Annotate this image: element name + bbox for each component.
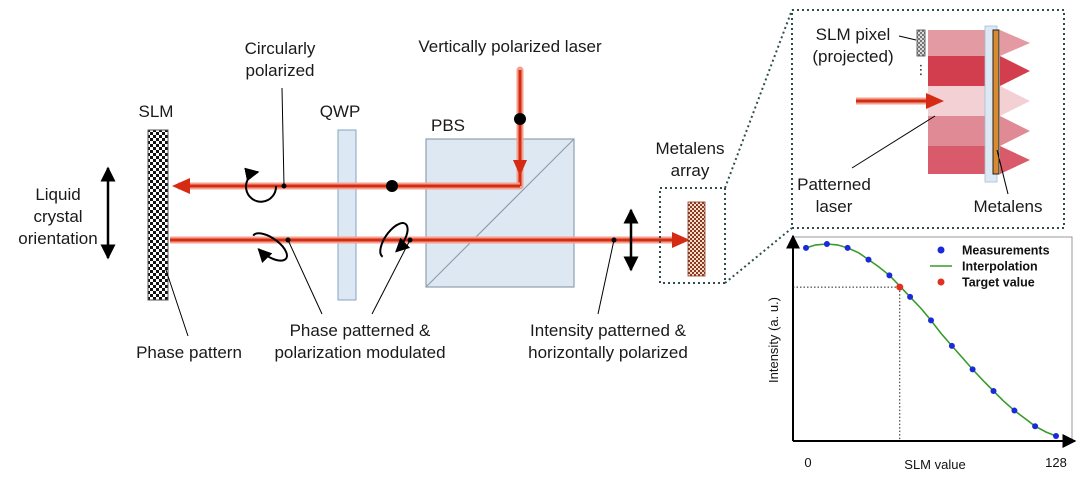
- label-intensity-1: Intensity patterned &: [530, 321, 687, 340]
- label-slm-pixel-2: (projected): [812, 47, 893, 66]
- x-tick-128: 128: [1045, 455, 1067, 470]
- metalens-stripe: [992, 29, 1000, 175]
- legend-label-target: Target value: [962, 276, 1035, 290]
- label-qwp: QWP: [320, 102, 361, 121]
- label-laser: Vertically polarized laser: [418, 37, 602, 56]
- elliptical-polarization-icon-left: [252, 232, 288, 264]
- slm-pixel-icon: [916, 29, 926, 57]
- measurement-point: [948, 342, 955, 349]
- label-phase-mod-1: Phase patterned &: [290, 321, 431, 340]
- label-metalens: Metalens: [974, 197, 1043, 216]
- x-axis-label: SLM value: [904, 457, 965, 472]
- beam-lower-arrowhead: [672, 232, 690, 248]
- measurement-point: [844, 244, 851, 251]
- label-liquid-2: crystal: [33, 207, 82, 226]
- legend-label-interpolation: Interpolation: [962, 260, 1038, 274]
- label-intensity-2: horizontally polarized: [528, 343, 688, 362]
- polarization-dot-vertical: [514, 113, 526, 125]
- label-patterned-2: laser: [816, 197, 853, 216]
- measurement-point: [1053, 433, 1059, 440]
- beam-upper-arrowhead: [172, 178, 190, 194]
- measurement-point: [969, 366, 976, 373]
- pointer-phase-left: [287, 239, 323, 315]
- points-layer: [803, 240, 1059, 440]
- x-tick-0: 0: [804, 455, 811, 470]
- label-metalens-arr-2: array: [671, 161, 710, 180]
- label-slm-pixel-1: SLM pixel: [816, 25, 891, 44]
- pointer-phase-pattern: [165, 269, 189, 337]
- target-point: [896, 283, 904, 291]
- label-phase-mod-2: polarization modulated: [274, 343, 445, 362]
- zoom-line-bottom: [724, 227, 793, 284]
- elliptical-polarization-icon-right: [379, 222, 411, 258]
- label-liquid-1: Liquid: [35, 185, 80, 204]
- legend-symbol-measurements: [937, 246, 945, 254]
- inset-beam-arrowhead: [926, 93, 944, 109]
- pointer-slm-pixel: [898, 35, 917, 41]
- polarization-dot-upper: [386, 180, 398, 192]
- y-axis-label: Intensity (a. u.): [766, 297, 781, 383]
- metalens-array: [687, 201, 706, 277]
- pointer-metalens: [996, 149, 1009, 195]
- measurement-point: [865, 256, 872, 263]
- measurement-point: [823, 240, 830, 247]
- pointer-intensity: [597, 239, 615, 315]
- focused-cones: [1000, 30, 1030, 174]
- measurement-point: [803, 244, 809, 251]
- label-liquid-3: orientation: [18, 229, 97, 248]
- slm-panel: [147, 129, 169, 301]
- label-patterned-1: Patterned: [797, 175, 871, 194]
- measurement-point: [907, 293, 914, 300]
- pointer-phase-right: [371, 239, 411, 315]
- target-guides: [793, 286, 901, 441]
- measurement-point: [886, 272, 893, 279]
- pointer-circular: [281, 87, 285, 187]
- zoom-line-top: [724, 9, 793, 189]
- measurement-point: [1011, 407, 1018, 414]
- measurement-point: [1032, 423, 1039, 430]
- label-slm: SLM: [139, 102, 174, 121]
- qwp-plate: [337, 129, 357, 301]
- legend-symbol-target: [937, 278, 945, 286]
- measurement-point: [990, 387, 997, 394]
- ellipsis-dots: ⋮: [915, 62, 928, 77]
- label-phase-pattern: Phase pattern: [136, 343, 242, 362]
- circular-polarization-icon: [244, 167, 278, 203]
- label-pbs: PBS: [431, 116, 465, 135]
- label-metalens-arr-1: Metalens: [656, 139, 725, 158]
- label-circ-2: polarized: [246, 61, 315, 80]
- pbs-diagonal: [425, 138, 575, 288]
- legend-label-measurements: Measurements: [962, 244, 1050, 258]
- pointer-patterned: [851, 115, 936, 169]
- laser-down-arrowhead: [513, 160, 527, 176]
- measurement-point: [928, 317, 934, 324]
- label-circ-1: Circularly: [245, 39, 316, 58]
- chart-frame: [792, 236, 1073, 442]
